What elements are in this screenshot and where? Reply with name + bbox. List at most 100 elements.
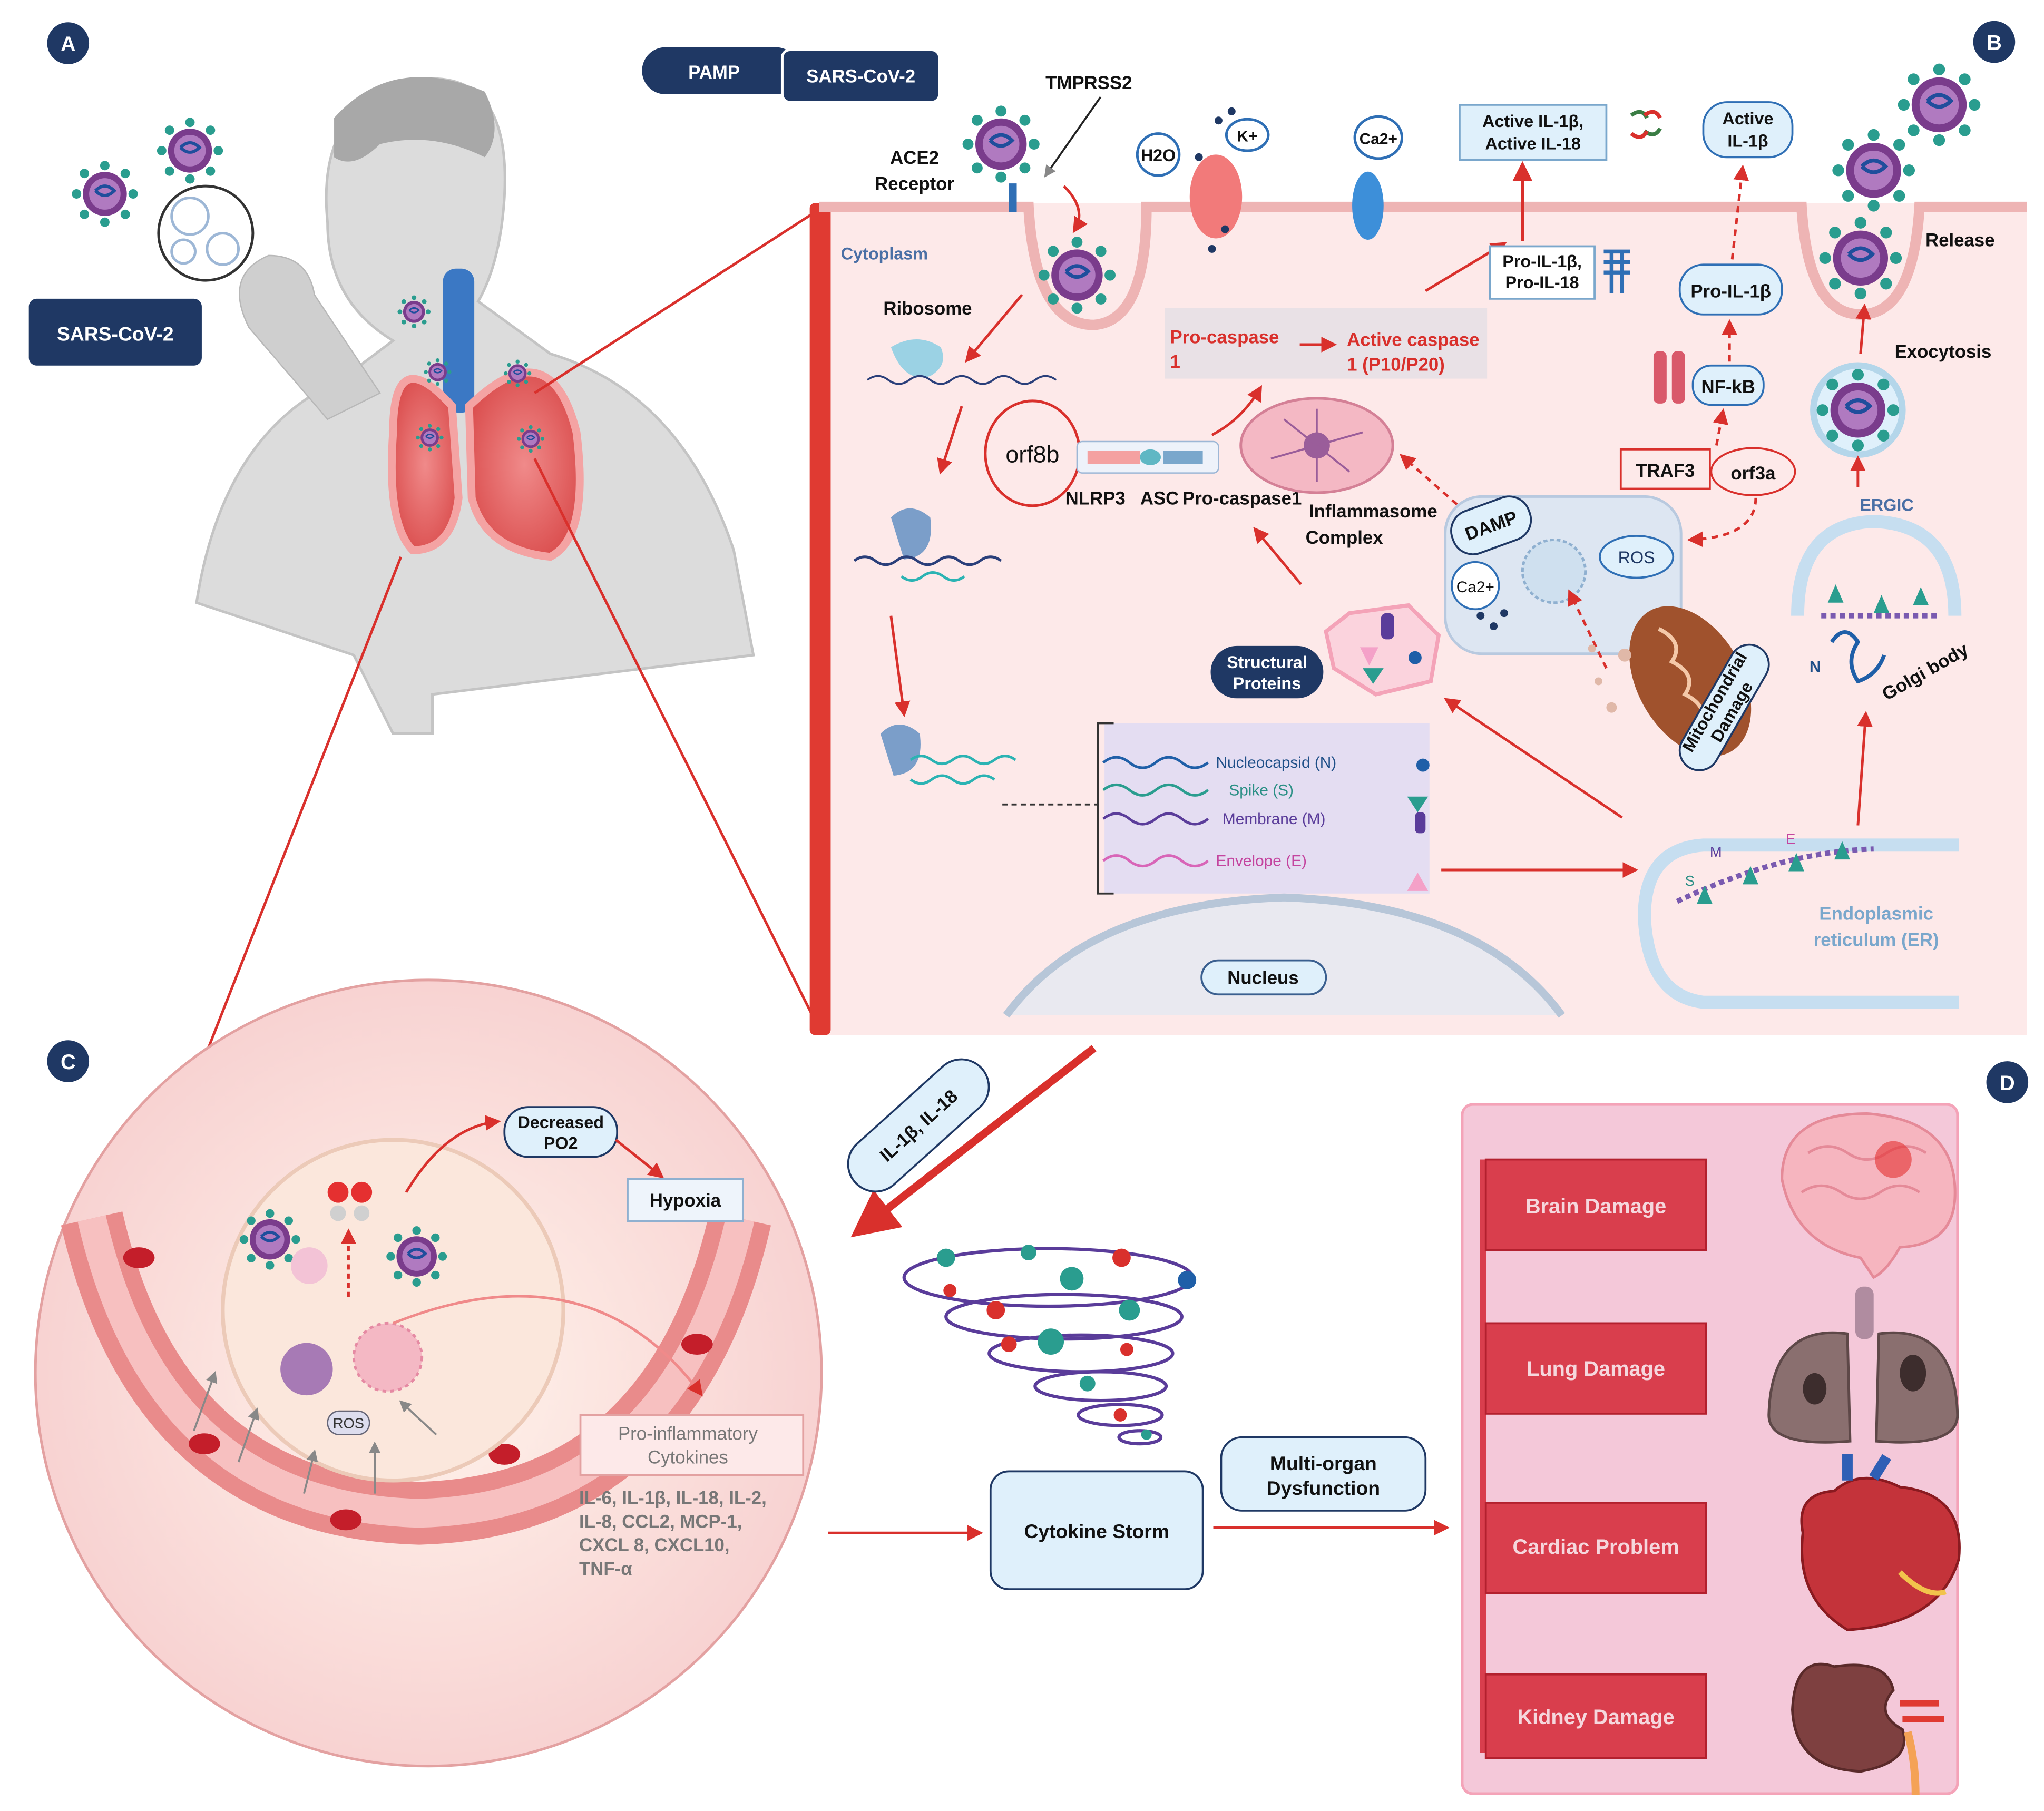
fist [239, 254, 381, 420]
panel-a-badge [47, 22, 90, 64]
pro-il-text: Pro-IL-18 [1505, 273, 1579, 292]
er-label: reticulum (ER) [1814, 929, 1939, 950]
structural-proteins-badge [1210, 645, 1324, 699]
trachea-icon [1855, 1286, 1874, 1339]
panel-d: D Brain Damage Lung Damage Cardiac Probl… [1461, 1061, 2029, 1795]
er-e-label: E [1786, 830, 1795, 847]
virus-icon [72, 161, 138, 227]
virus-label: SARS-CoV-2 [57, 322, 174, 345]
ca-bubble-small [1451, 561, 1500, 611]
multi-organ-box [1220, 1436, 1427, 1512]
pro-inflam-text: Cytokines [648, 1447, 728, 1467]
structural-text: Proteins [1233, 674, 1301, 693]
brain-icon [1781, 1112, 1957, 1279]
organ-lung [1484, 1322, 1707, 1415]
hair [334, 77, 495, 162]
ca-channel [1352, 171, 1384, 240]
cytokine-storm-box [989, 1470, 1204, 1590]
cytokine-list-line: CXCL 8, CXCL10, [579, 1535, 730, 1555]
pamp-badge [642, 47, 799, 95]
tmprss2-label: TMPRSS2 [1045, 73, 1132, 93]
trachea [443, 268, 475, 413]
ace2-label: ACE2 [890, 148, 939, 168]
gene-s-label: Spike (S) [1229, 781, 1294, 799]
er-s-label: S [1685, 873, 1695, 889]
pro-il-text: Pro-IL-1β, [1502, 252, 1582, 271]
inflammasome-label: Inflammasome [1309, 501, 1437, 522]
p2x7-channel [1189, 154, 1243, 239]
hypoxia-text: Hypoxia [650, 1190, 721, 1211]
panel-a-letter: A [61, 33, 76, 56]
pro-il1b-bubble [1678, 263, 1783, 316]
mito-damage-badge [1678, 643, 1770, 771]
plasma-membrane [819, 201, 2027, 330]
pro-caspase-text: Pro-caspase [1170, 327, 1279, 347]
ergic-membrane [1791, 515, 1962, 616]
release-label: Release [1925, 230, 1995, 250]
er-label: Endoplasmic [1819, 904, 1933, 924]
asc-label: ASC [1140, 488, 1179, 508]
right-lung [465, 368, 584, 561]
ca-bubble [1353, 115, 1404, 160]
damp-bubble [1450, 495, 1532, 555]
ribosome [880, 725, 921, 776]
il-bubble [847, 1058, 990, 1193]
kidney-icon [1791, 1662, 1906, 1773]
er-m-label: M [1710, 844, 1722, 860]
h2o-label: H2O [1141, 146, 1176, 165]
traf3-text: TRAF3 [1636, 461, 1695, 481]
panel-a: SARS-CoV-2 A [28, 22, 755, 735]
organ-label: Kidney Damage [1517, 1706, 1674, 1729]
big-arrow [850, 1045, 1097, 1238]
cytoplasm-label: Cytoplasm [841, 244, 928, 263]
active-il-text: Active IL-1β, [1482, 112, 1583, 131]
pro-caspase-text: 1 [1170, 352, 1180, 373]
orf3a-bubble [1710, 447, 1796, 496]
structural-text: Structural [1227, 653, 1307, 672]
virus-zoom-circle [157, 184, 255, 282]
n-label: N [1810, 659, 1821, 676]
active-il1b-text: Active [1722, 109, 1773, 128]
panel-d-letter: D [2000, 1072, 2015, 1095]
cytokine-list-line: IL-6, IL-1β, IL-18, IL-2, [579, 1488, 767, 1509]
pro-inflam-box [579, 1414, 805, 1476]
ros-text: ROS [333, 1415, 364, 1431]
er-membrane [1638, 838, 1959, 1009]
active-il-box [1459, 104, 1608, 161]
decreased-po2-bubble [503, 1106, 619, 1158]
multi-organ-text: Dysfunction [1267, 1477, 1380, 1499]
gene-n-label: Nucleocapsid (N) [1216, 754, 1336, 771]
k-label: K+ [1237, 128, 1258, 145]
ribosome [891, 508, 931, 560]
panel-c: C ROS Decreased PO2 Hypoxia [34, 978, 823, 1768]
gene-panel [1104, 723, 1430, 894]
ace2-label: Receptor [875, 174, 954, 194]
sars-cov2-badge [28, 298, 202, 366]
traf3-box [1619, 448, 1711, 490]
ros-bubble [327, 1410, 370, 1435]
nfkb-bubble [1691, 364, 1765, 406]
nucleus-badge [1200, 959, 1327, 996]
active-il1b-bubble [1702, 101, 1794, 159]
panel-d-badge [1986, 1061, 2029, 1103]
k-bubble [1225, 118, 1270, 152]
organ-label: Lung Damage [1527, 1357, 1665, 1381]
zoom-arrow [191, 556, 403, 1088]
nfkb-text: NF-kB [1701, 377, 1755, 397]
zoom-line [533, 458, 820, 1030]
structural-protein-blob [1324, 603, 1441, 697]
active-il-text: Active IL-18 [1485, 134, 1581, 153]
orf3a-text: orf3a [1730, 463, 1776, 484]
pro-inflam-text: Pro-inflammatory [618, 1424, 758, 1444]
ace2-receptor [1009, 183, 1017, 212]
virus-icon [157, 118, 223, 183]
nlrp3-label: NLRP3 [1065, 488, 1126, 508]
gene-e-label: Envelope (E) [1216, 853, 1306, 870]
cytokine-tornado [902, 1247, 1194, 1446]
organ-label: Brain Damage [1525, 1195, 1666, 1218]
ca-small-text: Ca2+ [1456, 579, 1494, 596]
organ-brain [1484, 1158, 1707, 1251]
pro-il-icon [1603, 249, 1630, 293]
